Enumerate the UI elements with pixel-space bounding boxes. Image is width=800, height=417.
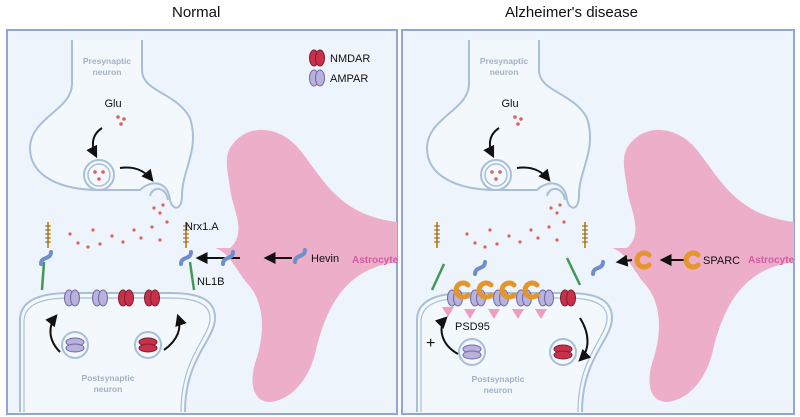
- nmdar-receptor: [144, 289, 160, 307]
- nmdar-internalized: [138, 337, 158, 353]
- presynaptic-label: neuron: [93, 67, 122, 77]
- glu-label: Glu: [104, 98, 121, 110]
- ampar-internalized: [462, 344, 482, 360]
- postsynaptic-label: Postsynaptic: [472, 374, 525, 384]
- panel-title-normal: Normal: [172, 4, 221, 21]
- panel-normal: NMDAR AMPAR Presynaptic neuron Postsynap…: [6, 29, 399, 415]
- postsynaptic-neuron-normal: [19, 292, 217, 413]
- nmdar-receptor: [560, 289, 576, 307]
- ampar-receptor: [64, 289, 80, 307]
- legend-ampar-label: AMPAR: [330, 73, 368, 85]
- nl1b-label: NL1B: [197, 276, 225, 288]
- nrx-label: Nrx1.A: [185, 221, 219, 233]
- nl1b-adhesion: [565, 257, 582, 286]
- plus-sign: +: [426, 335, 435, 352]
- legend-ampar-icon: [309, 69, 325, 87]
- nmdar-receptor: [118, 289, 134, 307]
- nl1b-adhesion: [188, 261, 196, 291]
- panel-title-alzheimers: Alzheimer's disease: [505, 4, 638, 21]
- hevin-label: Hevin: [311, 253, 339, 265]
- panel-alzheimers: Presynaptic neuron Postsynaptic neuron G…: [401, 29, 795, 415]
- glutamate-dots: [68, 115, 169, 249]
- nl1b-adhesion: [430, 263, 446, 291]
- postsynaptic-label: neuron: [94, 384, 123, 394]
- astrocyte-normal: [215, 129, 397, 402]
- legend-nmdar-label: NMDAR: [330, 53, 370, 65]
- sparc-label: SPARC: [703, 255, 740, 267]
- ampar-receptor: [538, 289, 554, 307]
- astrocyte-ad: [612, 129, 794, 402]
- postsynaptic-neuron-ad: [416, 292, 614, 413]
- glutamate-dots: [465, 115, 566, 249]
- presynaptic-label: neuron: [490, 67, 519, 77]
- presynaptic-label: Presynaptic: [480, 56, 528, 66]
- presynaptic-neuron-normal: [28, 40, 195, 209]
- presynaptic-label: Presynaptic: [83, 56, 131, 66]
- postsynaptic-label: neuron: [484, 385, 513, 395]
- postsynaptic-label: Postsynaptic: [82, 373, 135, 383]
- ampar-receptor: [92, 289, 108, 307]
- glu-label: Glu: [501, 98, 518, 110]
- presynaptic-neuron-ad: [425, 40, 592, 209]
- legend-nmdar-icon: [309, 49, 325, 67]
- psd95-label: PSD95: [455, 321, 490, 333]
- nmdar-internalized: [553, 344, 573, 360]
- nl1b-adhesion: [40, 261, 46, 291]
- ampar-internalized: [65, 337, 85, 353]
- astrocyte-label: Astrocyte: [352, 255, 399, 266]
- astrocyte-label: Astrocyte: [748, 255, 795, 266]
